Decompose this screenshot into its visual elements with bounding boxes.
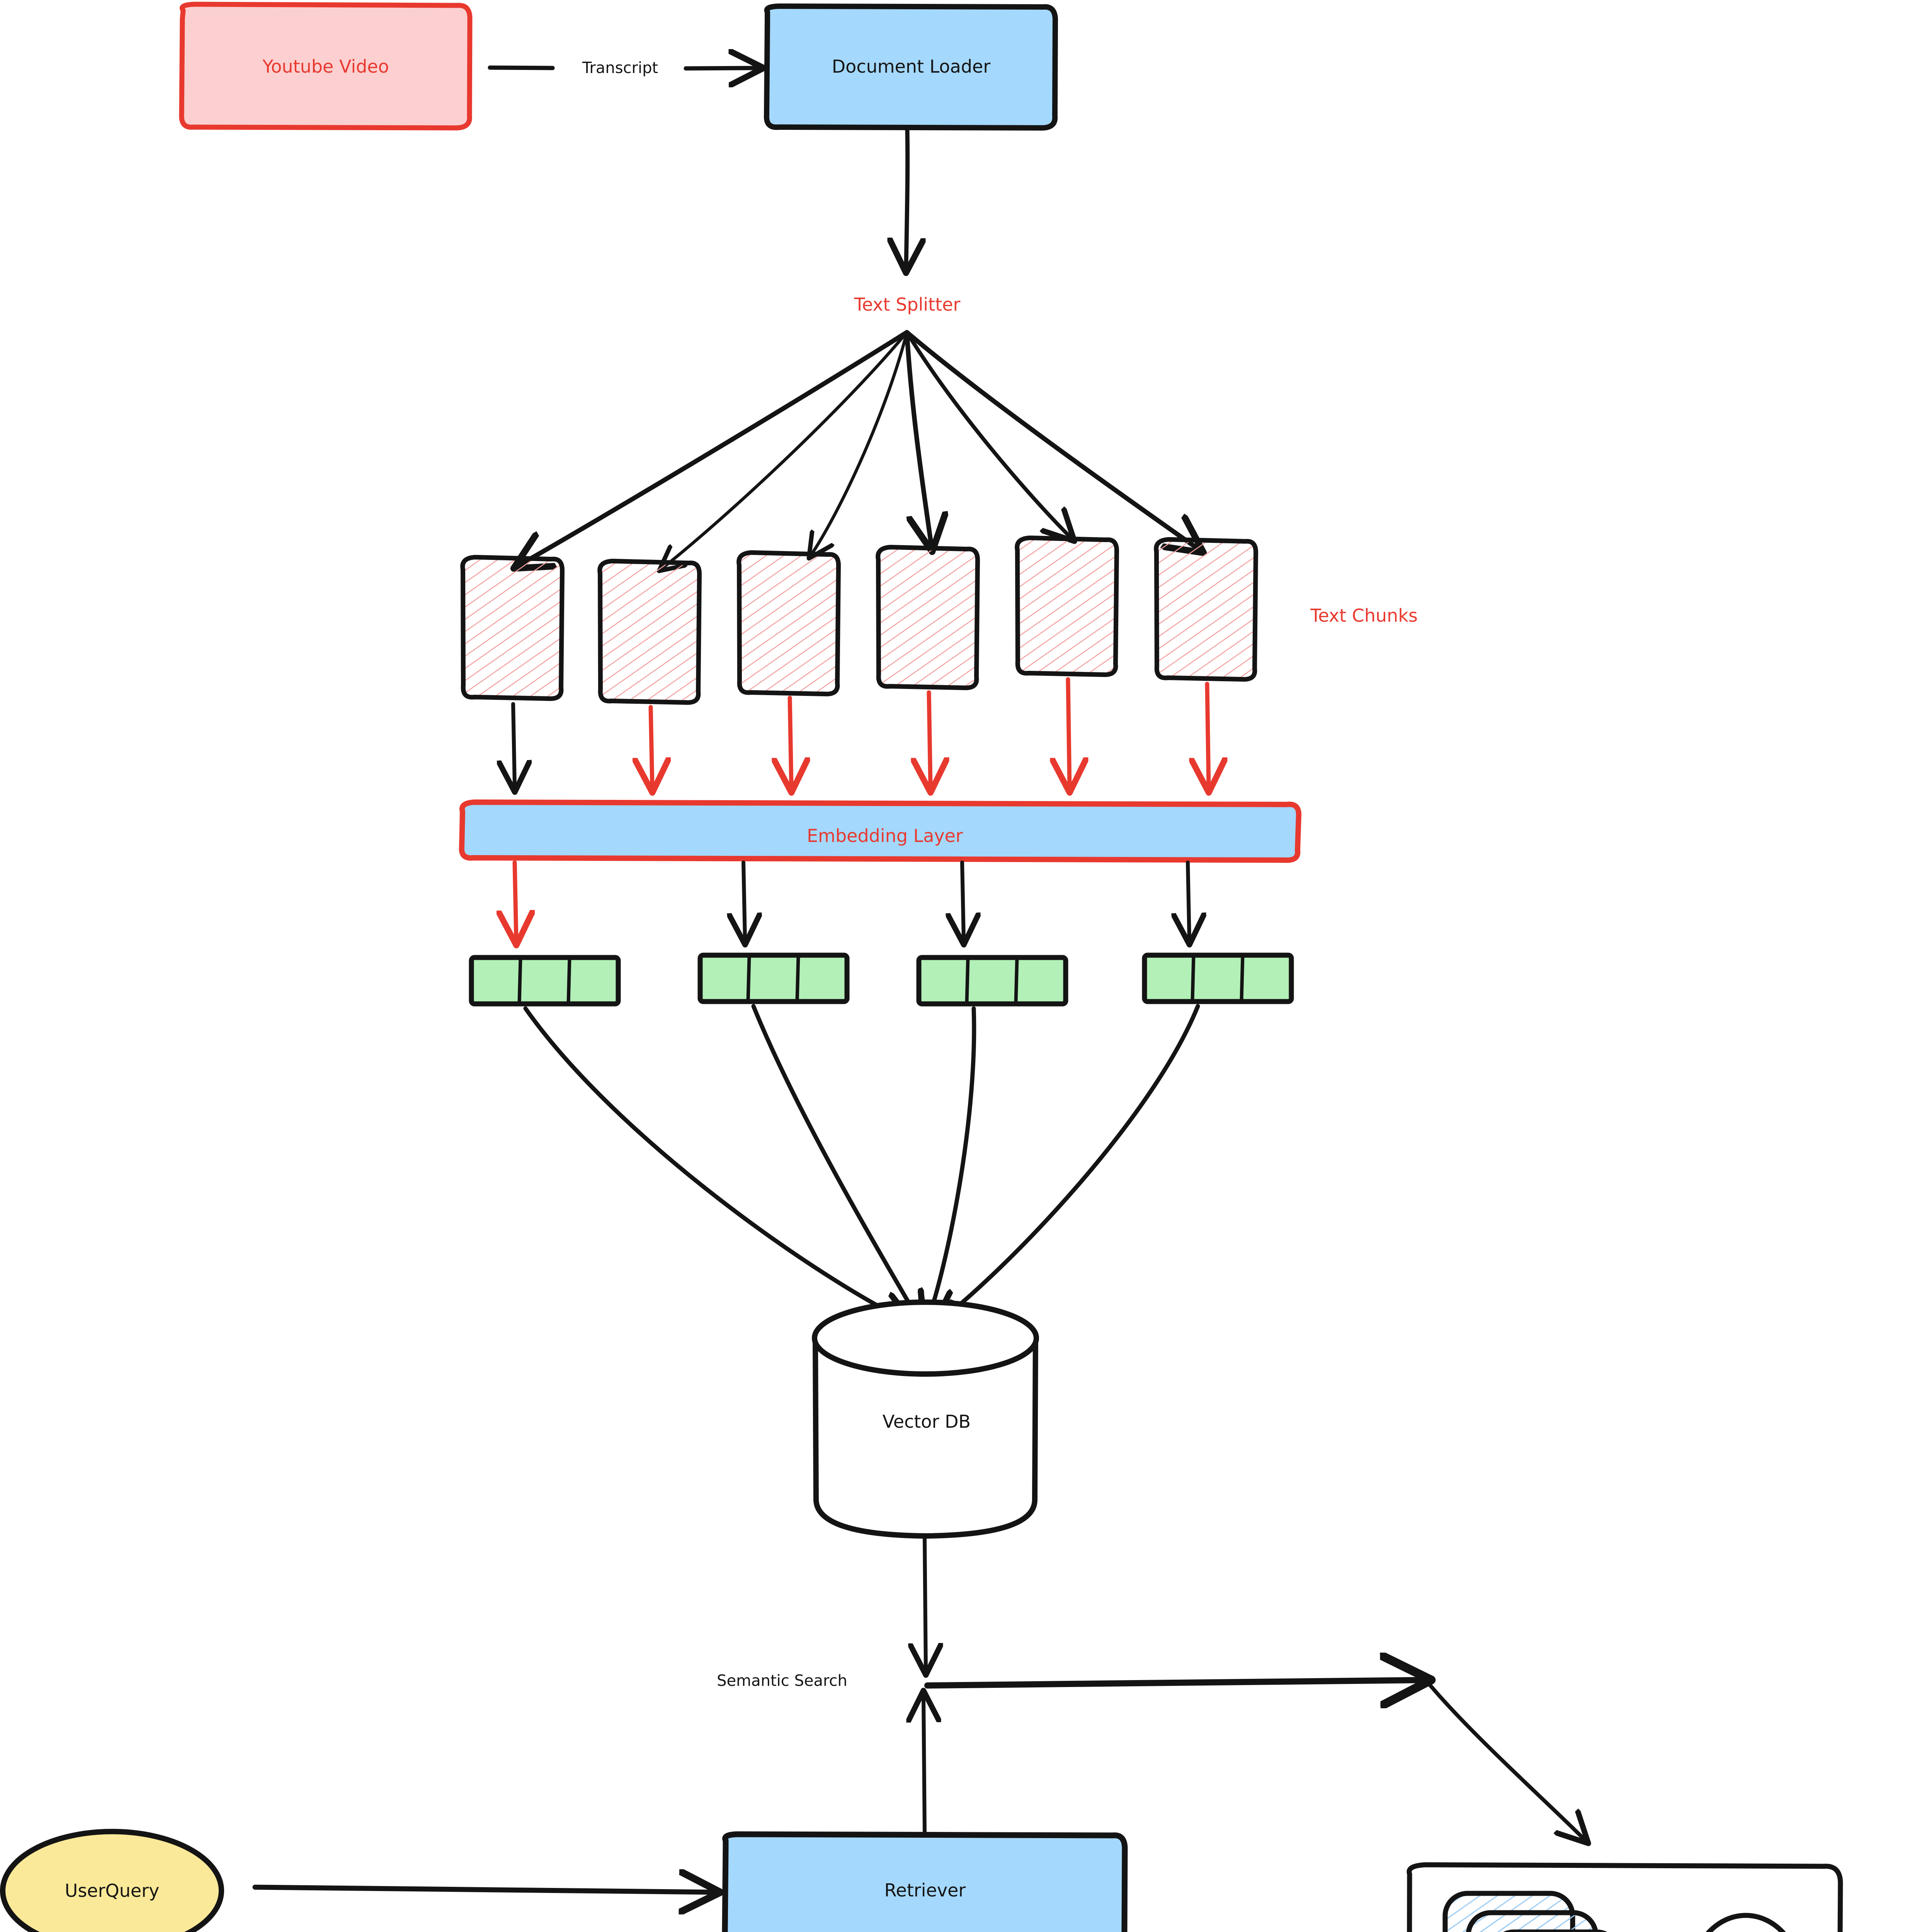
edges-embedding-to-vectors <box>515 860 1189 939</box>
node-document-loader[interactable] <box>764 3 1058 131</box>
node-qurey <box>1706 1913 1786 1932</box>
relevant-chunk <box>1466 1910 1598 1932</box>
node-youtube-video[interactable] <box>179 2 473 131</box>
node-embedding-layer[interactable] <box>459 799 1301 863</box>
group-relevant-chunks[interactable] <box>1406 1862 1843 1932</box>
collection-text-chunks <box>460 536 1258 705</box>
text-chunk <box>597 559 702 705</box>
edge-retriever-to-semantic <box>923 1696 925 1834</box>
embedding-vector <box>916 955 1068 1007</box>
edges-vectors-to-vectordb <box>523 1004 1200 1321</box>
embedding-vector <box>697 952 850 1004</box>
edge-userquery-to-retriever <box>252 1887 713 1892</box>
text-chunk <box>876 545 980 690</box>
text-chunk <box>1154 537 1258 682</box>
edge-loader-to-splitter <box>906 128 908 267</box>
node-user-query[interactable] <box>0 1829 224 1932</box>
node-retriever[interactable] <box>722 1831 1128 1932</box>
edge-vectordb-to-semantic <box>925 1536 926 1669</box>
edge-semantic-to-relevant <box>924 1680 1584 1839</box>
node-vector-db[interactable] <box>812 1299 1039 1539</box>
text-chunk <box>1015 536 1119 677</box>
text-chunk <box>460 555 565 701</box>
collection-embedding-vectors <box>469 952 1294 1007</box>
text-chunk <box>736 550 841 697</box>
embedding-vector <box>1142 952 1294 1004</box>
embedding-vector <box>469 955 621 1007</box>
edges-splitter-to-chunks <box>520 330 1198 568</box>
edges-chunks-to-embedding <box>513 677 1209 786</box>
